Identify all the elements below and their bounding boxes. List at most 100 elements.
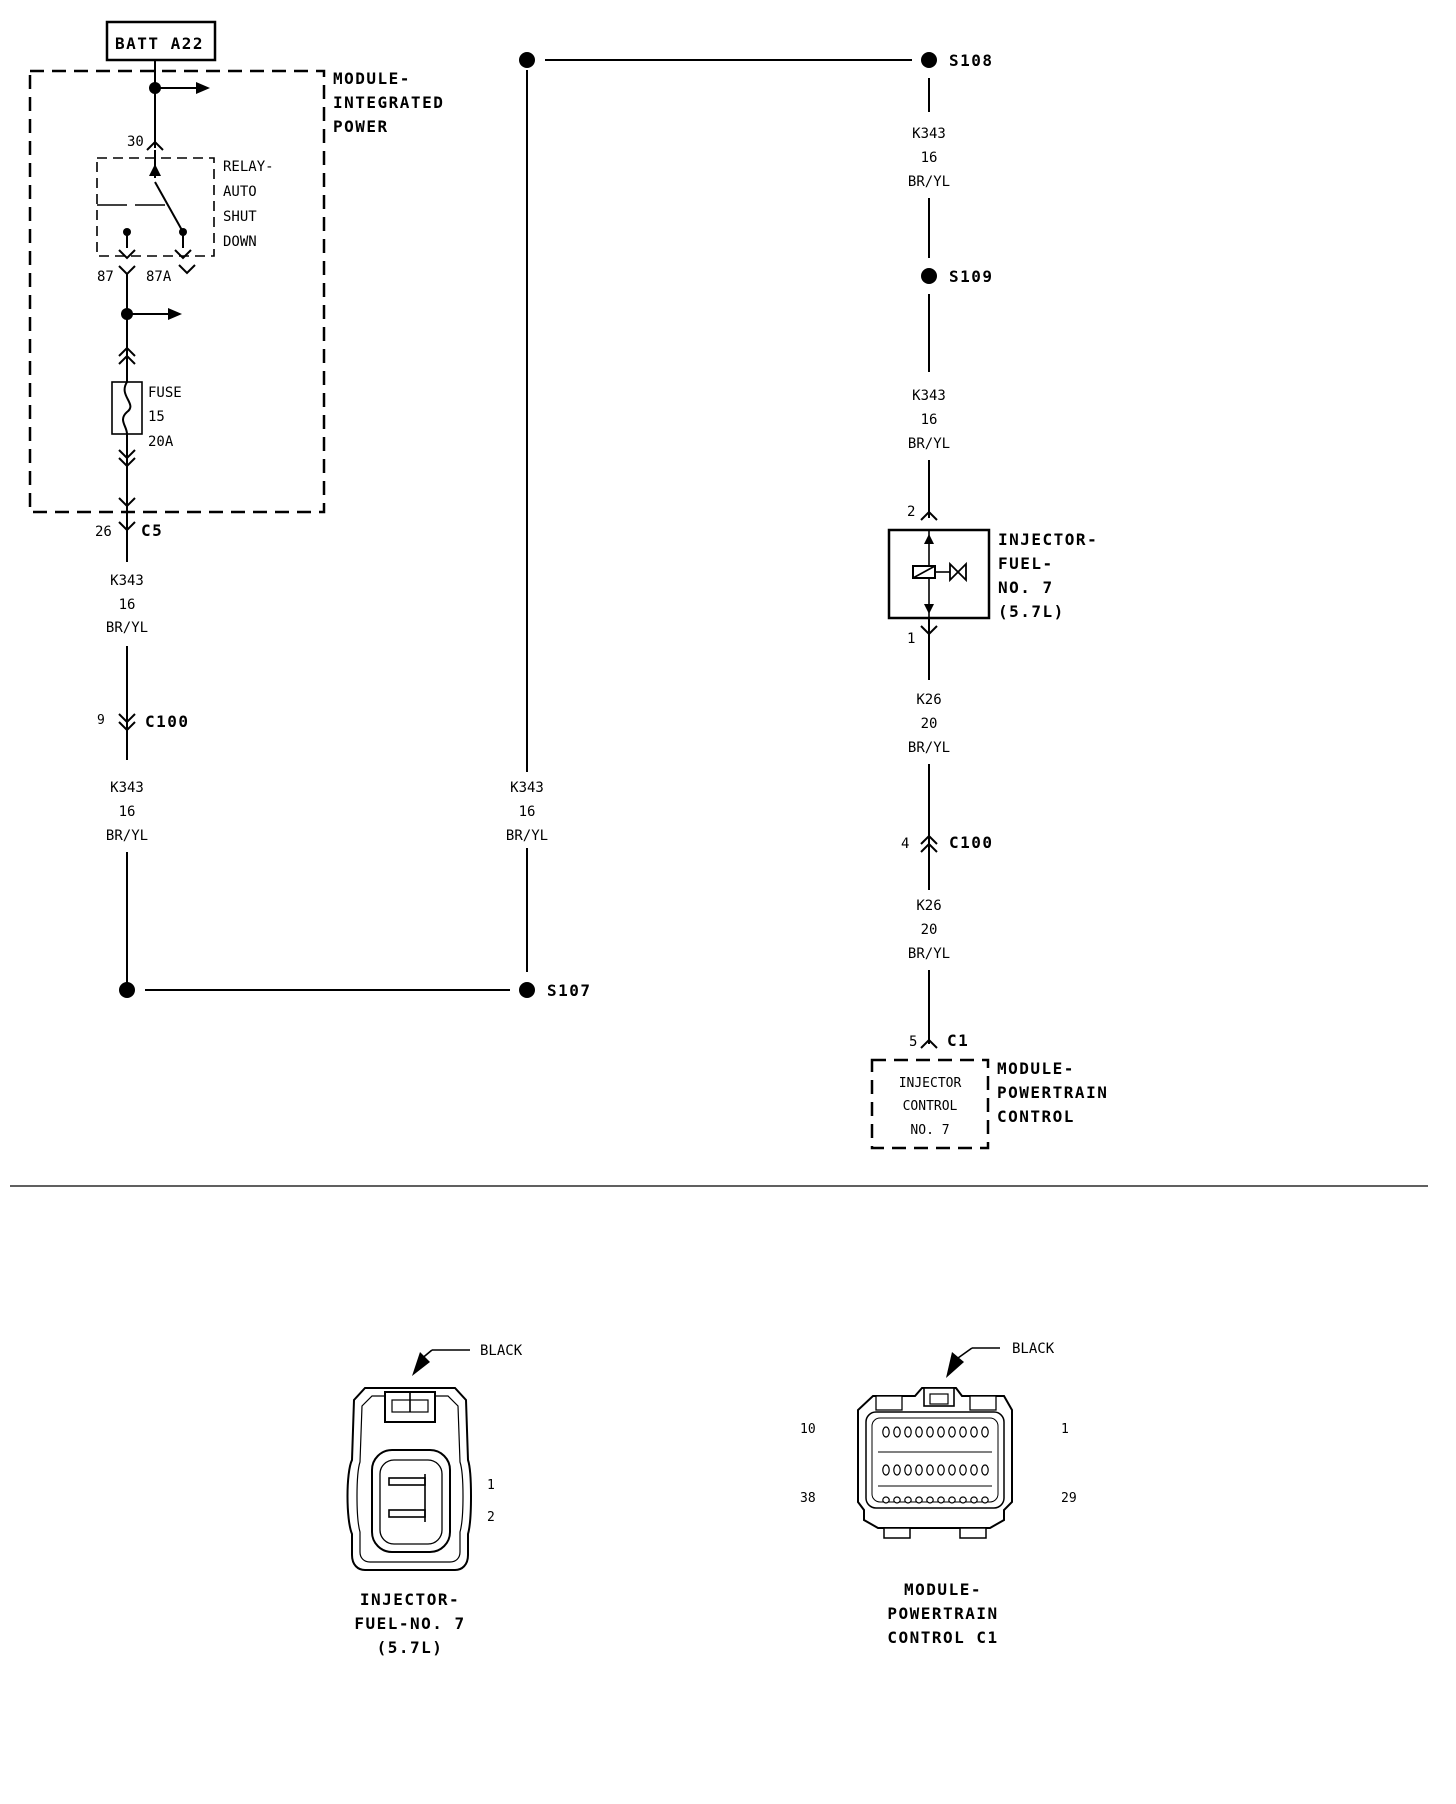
connector-view-pcm: BLACK 10 1 38 29 MODULE- POWERTRAIN CONT…: [800, 1341, 1077, 1647]
pcm-view-pin-29: 29: [1061, 1491, 1077, 1506]
wire-top-bridge: S108: [519, 51, 994, 70]
relay-pin-87: 87: [97, 269, 114, 285]
pcm-terminal: [882, 1496, 890, 1504]
pcm-terminal: [948, 1464, 956, 1476]
wire-right-1: K343 16 BR/YL S109: [908, 78, 992, 286]
relay-pin-87a: 87A: [146, 269, 172, 285]
relay-auto-shutdown: 30 87 87A RELAY- AUTO SHUT DOWN: [96, 134, 274, 285]
pcm-terminal: [937, 1464, 945, 1476]
injector-label-4: (5.7L): [998, 602, 1065, 621]
fuse-label-2: 15: [148, 409, 165, 425]
injector-view-pin-1: 1: [487, 1478, 495, 1493]
pcm-label-2: POWERTRAIN: [997, 1083, 1108, 1102]
splice-s107-label: S107: [547, 981, 592, 1000]
wire-right-3-color: BR/YL: [908, 740, 950, 756]
wire-middle-label: K343 16 BR/YL: [500, 772, 560, 848]
injector-label-3: NO. 7: [998, 578, 1054, 597]
pcm-internal-2: CONTROL: [903, 1099, 958, 1114]
connector-c100-left: 9 C100: [97, 646, 190, 760]
pcm-terminal: [959, 1464, 967, 1476]
wire-right-4-color: BR/YL: [908, 946, 950, 962]
injector-label-2: FUEL-: [998, 554, 1054, 573]
wire-right-2: K343 16 BR/YL: [908, 294, 950, 518]
relay-label-3: SHUT: [223, 209, 257, 225]
c100-right-name: C100: [949, 833, 994, 852]
connector-view-injector: BLACK 1 2 INJECTOR- FUEL-NO. 7 (5.7L): [346, 1343, 523, 1657]
wire-left-1-label: K343 16 BR/YL: [106, 573, 148, 636]
pcm-view-pin-1: 1: [1061, 1422, 1069, 1437]
wire-middle-circuit: K343: [510, 780, 544, 796]
connector-c100-right: 4 C100: [901, 764, 994, 890]
module-powertrain-control: INJECTOR CONTROL NO. 7 MODULE- POWERTRAI…: [870, 1058, 1108, 1150]
wire-right-2-gauge: 16: [921, 412, 938, 428]
pcm-terminal: [904, 1496, 912, 1504]
wire-left-2-label: K343 16 BR/YL: [106, 780, 148, 844]
wire-right-2-circuit: K343: [912, 388, 946, 404]
pcm-terminal: [948, 1496, 956, 1504]
pcm-terminal: [926, 1496, 934, 1504]
c5-name: C5: [141, 521, 163, 540]
pcm-view-title-2: POWERTRAIN: [887, 1604, 998, 1623]
pcm-terminal: [893, 1496, 901, 1504]
c1-pin: 5: [909, 1034, 917, 1050]
c5-pin: 26: [95, 524, 112, 540]
pcm-terminal: [981, 1496, 989, 1504]
wire-right-3-circuit: K26: [916, 692, 941, 708]
ipm-label-2: INTEGRATED: [333, 93, 444, 112]
injector-view-title-2: FUEL-NO. 7: [354, 1614, 465, 1633]
module-integrated-power: MODULE- INTEGRATED POWER: [28, 69, 444, 514]
c100-right-pin: 4: [901, 836, 909, 852]
fuse-label-3: 20A: [148, 434, 174, 450]
wire-right-1-gauge: 16: [921, 150, 938, 166]
wire-right-1-color: BR/YL: [908, 174, 950, 190]
wire-right-1-circuit: K343: [912, 126, 946, 142]
pcm-terminal: [893, 1464, 901, 1476]
pcm-terminal: [882, 1426, 890, 1438]
relay-label-4: DOWN: [223, 234, 257, 250]
pcm-view-title-1: MODULE-: [904, 1580, 982, 1599]
pcm-terminal: [904, 1426, 912, 1438]
splice-s109-dot: [921, 268, 937, 284]
c100-left-name: C100: [145, 712, 190, 731]
injector-view-color: BLACK: [480, 1343, 523, 1359]
pcm-internal-3: NO. 7: [910, 1123, 949, 1138]
wire-left-1-color: BR/YL: [106, 620, 148, 636]
pcm-terminal: [959, 1426, 967, 1438]
wire-right-4: K26 20 BR/YL: [908, 898, 950, 1044]
wire-middle-color: BR/YL: [506, 828, 548, 844]
injector-view-title-1: INJECTOR-: [360, 1590, 460, 1609]
pcm-terminal: [970, 1496, 978, 1504]
wire-left-2-circuit: K343: [110, 780, 144, 796]
connector-c5: 26 C5: [95, 508, 163, 562]
injector-label-1: INJECTOR-: [998, 530, 1098, 549]
wire-left-2-color: BR/YL: [106, 828, 148, 844]
pcm-view-pin-10: 10: [800, 1422, 816, 1437]
connector-c1: 5 C1: [909, 1031, 969, 1050]
ipm-label-3: POWER: [333, 117, 389, 136]
pcm-terminal: [915, 1496, 923, 1504]
wire-middle-gauge: 16: [519, 804, 536, 820]
wire-right-4-circuit: K26: [916, 898, 941, 914]
battery-feed: BATT A22: [105, 20, 217, 148]
pcm-terminal: [915, 1426, 923, 1438]
c1-name: C1: [947, 1031, 969, 1050]
relay-pin-30: 30: [127, 134, 144, 150]
fuse-label-1: FUSE: [148, 385, 182, 401]
wire-left-2-gauge: 16: [119, 804, 136, 820]
wire-right-2-color: BR/YL: [908, 436, 950, 452]
splice-s108-label: S108: [949, 51, 994, 70]
c100-left-pin: 9: [97, 713, 105, 728]
battery-label: BATT A22: [115, 34, 204, 53]
pcm-terminal: [893, 1426, 901, 1438]
pcm-terminal: [981, 1464, 989, 1476]
wire-right-4-gauge: 20: [921, 922, 938, 938]
injector-pin-bottom: 1: [907, 631, 915, 647]
pcm-internal-1: INJECTOR: [899, 1076, 962, 1091]
pcm-terminal: [970, 1464, 978, 1476]
relay-label-1: RELAY-: [223, 159, 274, 175]
pcm-label-1: MODULE-: [997, 1059, 1075, 1078]
wire-right-3: K26 20 BR/YL: [908, 618, 950, 756]
pcm-terminal: [904, 1464, 912, 1476]
pcm-terminal: [948, 1426, 956, 1438]
